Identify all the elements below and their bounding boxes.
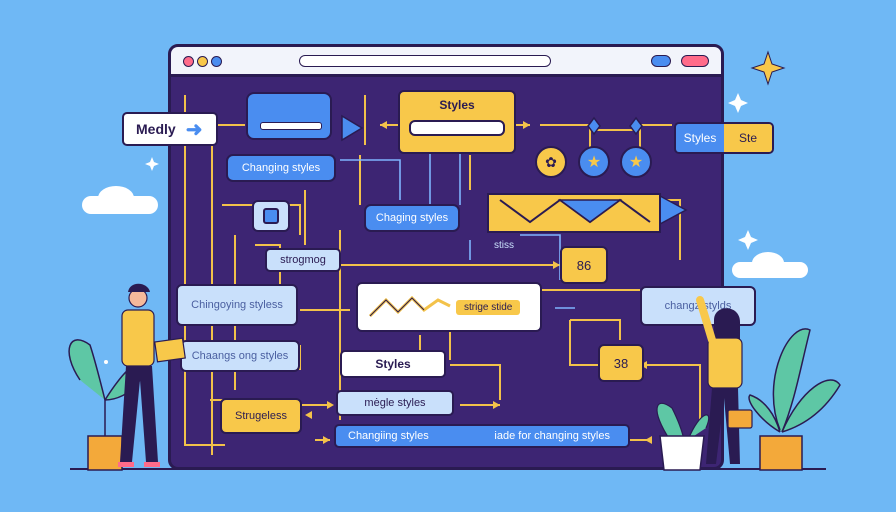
star-icon: ★ — [628, 154, 644, 171]
card-bar — [260, 122, 322, 130]
node-styles-top[interactable]: Styles — [398, 90, 516, 154]
arrow-right-icon — [645, 436, 652, 444]
node-label: mėgle styles — [364, 397, 426, 409]
node-label: Ste — [724, 124, 772, 152]
node-38[interactable]: 38 — [598, 344, 644, 382]
node-label: Styles — [676, 124, 724, 152]
trend-icon — [367, 293, 451, 321]
node-mgle-styles[interactable]: mėgle styles — [336, 390, 454, 416]
node-label: Changiing styles — [348, 430, 429, 442]
diamond-icon — [629, 116, 643, 136]
node-label: iade for changing styles — [494, 430, 610, 442]
arrow-right-icon — [553, 261, 560, 269]
arrow-right-icon — [523, 121, 530, 129]
progress-bar — [409, 120, 505, 136]
cloud-icon — [752, 252, 784, 274]
node-medly[interactable]: Medly ➜ — [122, 112, 218, 146]
node-circle-3[interactable]: ★ — [620, 146, 652, 178]
node-label: Chingoying styless — [191, 299, 283, 311]
node-struggles[interactable]: Strugeless — [220, 398, 302, 434]
node-blue-card[interactable] — [246, 92, 332, 140]
node-toggle[interactable] — [252, 200, 290, 232]
plant-icon — [656, 402, 710, 471]
arrow-right-icon — [323, 436, 330, 444]
laptop-icon — [154, 337, 186, 363]
node-label: Changing styles — [241, 162, 321, 174]
node-circle-1[interactable]: ✿ — [535, 146, 567, 178]
node-changing-styles-bottom[interactable]: Changiing styles iade for changing style… — [334, 424, 630, 448]
arrow-right-icon — [327, 401, 334, 409]
person-icon — [118, 283, 160, 467]
node-label: Chaangs ong styles — [191, 350, 289, 362]
arrow-right-icon — [493, 401, 500, 409]
arrow-right-icon: ➜ — [185, 118, 203, 141]
node-circle-2[interactable]: ★ — [578, 146, 610, 178]
node-label: 38 — [613, 355, 629, 371]
window-dot-icon[interactable] — [197, 56, 208, 67]
node-label: Strugeless — [235, 410, 287, 422]
arrow-right-icon — [380, 121, 387, 129]
node-styles-ste[interactable]: Styles Ste — [674, 122, 774, 154]
cloud-icon — [98, 186, 134, 210]
plant-icon — [748, 328, 841, 471]
sparkle-icon — [750, 50, 786, 86]
node-label: Chaging styles — [375, 212, 449, 224]
browser-toolbar — [171, 47, 721, 77]
toggle-dot — [263, 208, 279, 224]
node-styles-bottom[interactable]: Styles — [340, 350, 446, 378]
toolbar-pill-blue[interactable] — [651, 55, 671, 67]
star-icon: ★ — [586, 154, 602, 171]
node-label: Styles — [439, 98, 475, 112]
node-chart-card[interactable]: strige stide — [356, 282, 542, 332]
person-icon — [696, 296, 743, 464]
arrow-right-icon — [341, 114, 364, 142]
node-label: strogmog — [280, 254, 326, 266]
toolbar-pill-pink[interactable] — [681, 55, 709, 67]
node-changoying-styless[interactable]: Chingoying styless — [176, 284, 298, 326]
node-label: Styles — [375, 357, 411, 371]
node-strogmog[interactable]: strogmog — [265, 248, 341, 272]
node-changing-styles[interactable]: Changing styles — [226, 154, 336, 182]
node-chaging-styles[interactable]: Chaging styles — [364, 204, 460, 232]
node-label: strige stide — [456, 299, 521, 315]
window-dot-icon[interactable] — [183, 56, 194, 67]
briefcase-icon — [727, 409, 753, 429]
diamond-icon — [587, 116, 601, 136]
star-icon: ✿ — [545, 153, 557, 170]
node-label: Medly — [136, 121, 176, 137]
node-label: 86 — [576, 257, 592, 273]
address-bar[interactable] — [299, 55, 551, 67]
window-dot-icon[interactable] — [211, 56, 222, 67]
node-changs-ong-styles[interactable]: Chaangs ong styles — [180, 340, 300, 372]
arrow-right-icon — [305, 411, 312, 419]
node-86[interactable]: 86 — [560, 246, 608, 284]
stiss-label: stiss — [494, 240, 514, 251]
